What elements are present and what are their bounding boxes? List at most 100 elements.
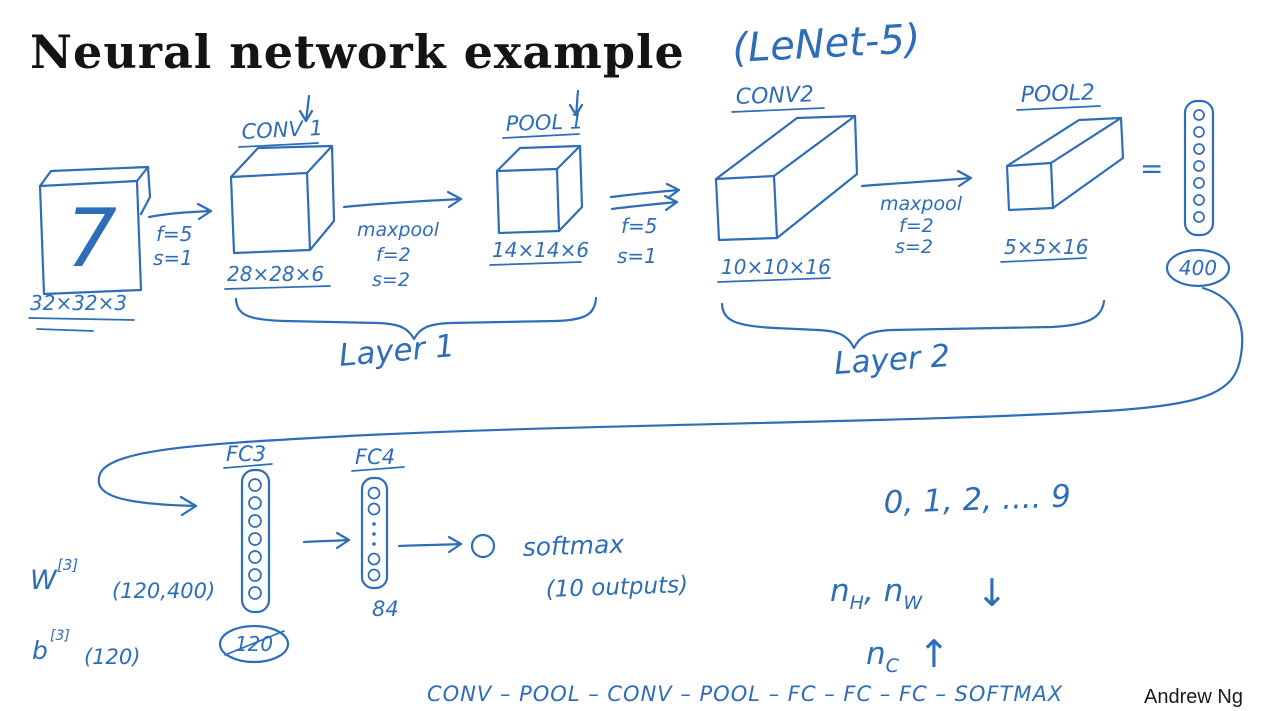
conv1-cube-side xyxy=(308,144,336,252)
up-arrow-icon: ↑ xyxy=(918,632,950,676)
author-credit: Andrew Ng xyxy=(1144,686,1243,708)
pool2-label-underline xyxy=(1016,105,1101,111)
arrow-head xyxy=(446,190,463,209)
conv2-layer: CONV2 10×10×16 xyxy=(714,82,859,283)
conv1-dims: 28×28×6 xyxy=(227,262,324,286)
pool2-label: POOL2 xyxy=(1020,80,1095,108)
mp2-filter: f=2 xyxy=(899,215,934,237)
arrow-flatten-to-fc3 xyxy=(97,286,1244,517)
arrow-shaft xyxy=(342,197,463,209)
mp2-stride: s=2 xyxy=(895,236,933,258)
weight-superscript: [3] xyxy=(57,556,78,574)
conv2-label-underline xyxy=(731,107,825,113)
conv1-dims-underline xyxy=(224,285,331,290)
count-120-slash xyxy=(224,630,285,656)
fc3-label: FC3 xyxy=(226,442,266,466)
conv2-prism-front xyxy=(714,174,779,242)
conv1-pointer-arrow xyxy=(298,94,314,123)
fc3-vector-outline xyxy=(240,468,271,614)
step2-stride: s=1 xyxy=(617,244,657,268)
output-node-circle xyxy=(470,533,496,559)
flatten-vector-400: = 400 xyxy=(1140,99,1231,288)
input-image-box: 7 32×32×3 xyxy=(28,165,152,332)
input-dims-underline2 xyxy=(36,328,94,332)
nh-nw-trend: nH, nW xyxy=(830,573,923,614)
input-dims-underline xyxy=(28,317,135,321)
fc3-parameters: W [3] (120,400) b [3] (120) xyxy=(30,556,215,669)
fc3-layer: FC3 120 xyxy=(218,442,290,664)
fc4-units xyxy=(367,486,381,582)
arrow-shaft xyxy=(397,542,463,548)
softmax-annotation: softmax (10 outputs) xyxy=(522,529,688,603)
pool1-cube-side xyxy=(557,144,584,233)
fc3-units xyxy=(248,478,262,600)
input-box-side xyxy=(139,165,152,216)
step1-stride: s=1 xyxy=(153,246,193,270)
fc4-label: FC4 xyxy=(355,445,395,469)
conv2-prism-top xyxy=(714,114,857,181)
subtitle-lenet5: (LeNet-5) xyxy=(731,16,921,72)
arrow-shaft-upper xyxy=(609,182,681,200)
pool1-dims-underline xyxy=(489,261,582,266)
conv1-label-underline xyxy=(238,142,319,148)
pool2-layer: POOL2 5×5×16 xyxy=(1000,80,1125,263)
bias-superscript: [3] xyxy=(50,628,70,644)
architecture-pipeline: CONV – POOL – CONV – POOL – FC – FC – FC… xyxy=(427,682,1063,706)
input-dims: 32×32×3 xyxy=(30,291,127,315)
arrow-head xyxy=(196,202,213,221)
pool2-prism-side xyxy=(1051,116,1125,210)
count-120: 120 xyxy=(235,632,273,656)
conv1-layer: CONV 1 28×28×6 xyxy=(224,94,336,290)
count-400-oval xyxy=(1165,248,1231,288)
fc3-label-underline xyxy=(223,463,273,469)
pool2-prism-top xyxy=(1005,116,1123,168)
input-digit: 7 xyxy=(66,192,117,285)
weight-symbol: W xyxy=(30,565,58,596)
down-arrow-icon: ↓ xyxy=(976,571,1008,615)
pool1-label: POOL 1 xyxy=(505,109,583,136)
fc4-label-underline xyxy=(351,466,405,472)
page-title: Neural network example xyxy=(30,25,685,79)
arrow-pool1-to-conv2: f=5 s=1 xyxy=(609,182,681,268)
fc4-ellipsis-dot xyxy=(372,522,376,526)
conv2-label: CONV2 xyxy=(735,82,814,110)
step1-filter: f=5 xyxy=(156,222,193,246)
count-120-oval xyxy=(218,624,290,664)
fc4-ellipsis-dot xyxy=(372,542,376,546)
count-400: 400 xyxy=(1179,256,1217,280)
pool2-dims-underline xyxy=(1000,257,1087,263)
arrow-conv1-to-pool1: maxpool f=2 s=2 xyxy=(342,190,463,291)
pool1-layer: POOL 1 14×14×6 xyxy=(489,89,589,266)
conv1-cube-front xyxy=(229,171,312,255)
step2-filter: f=5 xyxy=(621,214,658,238)
input-box-top xyxy=(38,165,150,188)
arrow-shaft-lower xyxy=(610,194,679,212)
arrow-shaft xyxy=(147,209,213,219)
mp1-filter: f=2 xyxy=(376,244,411,266)
layer2-brace-group: Layer 2 xyxy=(720,299,1106,382)
pool1-cube-top xyxy=(495,144,582,173)
equals-sign: = xyxy=(1140,152,1163,185)
pool1-dims: 14×14×6 xyxy=(492,238,589,262)
pool1-label-underline xyxy=(502,133,580,139)
outputs-count-label: (10 outputs) xyxy=(545,572,688,603)
conv2-dims: 10×10×16 xyxy=(721,255,831,279)
arrow-input-to-conv1: f=5 s=1 xyxy=(147,202,213,270)
weight-shape: (120,400) xyxy=(112,579,215,603)
nc-trend: nC xyxy=(866,636,900,677)
conv2-prism-side xyxy=(775,114,859,240)
dimension-trends: nH, nW ↓ nC ↑ xyxy=(830,571,1008,677)
fc4-vector-outline xyxy=(360,476,389,590)
arrow-fc4-to-output xyxy=(397,533,496,559)
pool2-dims: 5×5×16 xyxy=(1004,235,1088,259)
fc4-count: 84 xyxy=(372,597,399,621)
arrow-shaft xyxy=(860,176,973,188)
arrow-head xyxy=(335,531,351,550)
mp1-op: maxpool xyxy=(357,219,440,241)
conv1-label: CONV 1 xyxy=(241,116,323,144)
conv1-cube-top xyxy=(229,144,334,179)
bias-shape: (120) xyxy=(84,645,140,669)
arrow-fc3-to-fc4 xyxy=(302,531,351,550)
arrow-conv2-to-pool2: maxpool f=2 s=2 xyxy=(860,169,973,258)
